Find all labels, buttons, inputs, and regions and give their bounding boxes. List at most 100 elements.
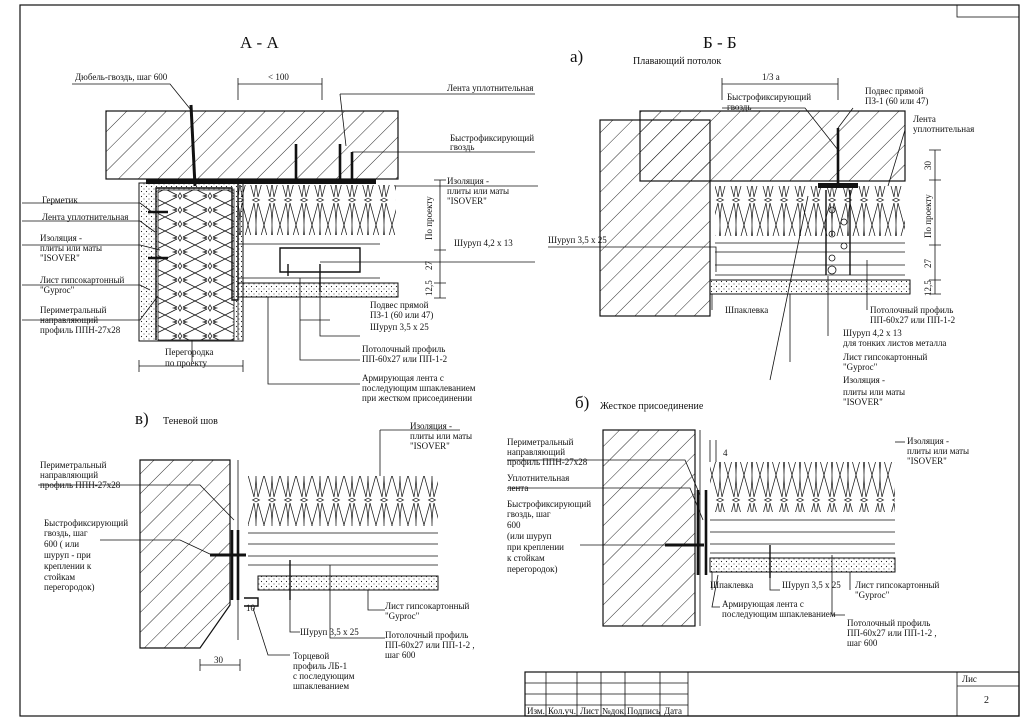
svg-text:плиты или маты: плиты или маты — [843, 387, 905, 397]
svg-text:гвоздь, шаг: гвоздь, шаг — [44, 528, 88, 538]
svg-text:профиль ППН-27х28: профиль ППН-27х28 — [40, 325, 121, 335]
label-insulation-left: Изоляция - — [40, 233, 82, 243]
label-partition: Перегородка — [165, 347, 214, 357]
stamp-izm: Изм. — [527, 706, 545, 716]
svg-text:креплении к: креплении к — [44, 561, 92, 571]
variant-b: б) Жесткое присоединение 4 Периметральны… — [507, 393, 969, 648]
label-fast-nail-v: Быстрофиксирующий — [44, 518, 128, 528]
stamp-list: Лист — [580, 706, 599, 716]
svg-text:ПП-60х27 или ПП-1-2 ,: ПП-60х27 или ПП-1-2 , — [385, 640, 475, 650]
svg-text:ПЗ-1 (60 или 47): ПЗ-1 (60 или 47) — [865, 96, 928, 106]
svg-text:"Gyproc": "Gyproc" — [385, 611, 420, 621]
svg-text:4: 4 — [723, 448, 728, 458]
svg-text:"ISOVER": "ISOVER" — [40, 253, 80, 263]
label-ceiling-profile-b: Потолочный профиль — [847, 618, 930, 628]
svg-text:"Gyproc": "Gyproc" — [843, 362, 878, 372]
gypsum-board-v — [257, 575, 439, 591]
stamp-data: Дата — [664, 706, 682, 716]
svg-text:последующим шпаклеванием: последующим шпаклеванием — [722, 609, 836, 619]
svg-text:по проекту: по проекту — [165, 358, 208, 368]
svg-text:гвоздь, шаг: гвоздь, шаг — [507, 509, 551, 519]
svg-text:600: 600 — [507, 520, 521, 530]
label-tape-left: Лента уплотнительная — [42, 212, 128, 222]
svg-text:30: 30 — [923, 161, 933, 171]
sealing-tape — [146, 179, 376, 184]
svg-text:плиты или маты: плиты или маты — [40, 243, 102, 253]
label-screw-b: Шуруп 3,5 х 25 — [782, 580, 841, 590]
svg-text:при креплении: при креплении — [507, 542, 564, 552]
end-profile-v — [244, 597, 259, 607]
label-fast-nail: Быстрофиксирующий — [450, 133, 534, 143]
label-hanger: Подвес прямой — [370, 300, 429, 310]
variant-b-mark: б) — [575, 393, 589, 412]
wall-b — [602, 429, 696, 627]
section-bb: Б - Б а) Плавающий потолок 1/3 a 30 По п… — [548, 33, 974, 407]
dowel-nail — [189, 104, 197, 187]
svg-text:"ISOVER": "ISOVER" — [447, 196, 487, 206]
label-insulation-right: Изоляция - — [447, 176, 489, 186]
svg-text:30: 30 — [214, 655, 224, 665]
svg-text:"ISOVER": "ISOVER" — [907, 456, 947, 466]
stamp-podpis: Подпись — [627, 706, 660, 716]
svg-text:"ISOVER": "ISOVER" — [410, 441, 450, 451]
label-gypsum-board-v: Лист гипсокартонный — [385, 601, 470, 611]
label-insulation-b: Изоляция - — [907, 436, 949, 446]
slab-bb — [639, 110, 906, 182]
concrete-slab — [105, 110, 399, 180]
dim-one-third-a: 1/3 a — [762, 72, 780, 82]
svg-text:для тонких листов металла: для тонких листов металла — [843, 338, 946, 348]
svg-text:плиты или маты: плиты или маты — [410, 431, 472, 441]
svg-text:направляющий: направляющий — [40, 470, 98, 480]
dim-by-project: По проекту — [424, 196, 434, 240]
title-stamp: Изм. Кол.уч. Лист №док. Подпись Дата Лис… — [524, 671, 1020, 717]
dim-27: 27 — [424, 261, 434, 271]
svg-text:перегородок): перегородок) — [507, 564, 557, 574]
insulation-v — [248, 476, 438, 526]
label-fast-nail-b: Быстрофиксирующий — [507, 499, 591, 509]
svg-text:направляющий: направляющий — [40, 315, 98, 325]
gypsum-board-b — [709, 557, 896, 573]
svg-text:12,5: 12,5 — [923, 280, 933, 296]
svg-text:плиты или маты: плиты или маты — [907, 446, 969, 456]
svg-text:гвоздь: гвоздь — [727, 102, 751, 112]
label-hanger-bb: Подвес прямой — [865, 86, 924, 96]
svg-text:с последующим: с последующим — [293, 671, 355, 681]
svg-text:шаг 600: шаг 600 — [385, 650, 416, 660]
svg-text:при жестком присоединении: при жестком присоединении — [362, 393, 472, 403]
label-dowel: Дюбель-гвоздь, шаг 600 — [75, 72, 168, 82]
svg-text:к стойкам: к стойкам — [507, 553, 545, 563]
label-perimeter-profile: Периметральный — [40, 305, 107, 315]
svg-text:"ISOVER": "ISOVER" — [843, 397, 883, 407]
label-fast-nail-bb: Быстрофиксирующий — [727, 92, 811, 102]
label-ceiling-profile-v: Потолочный профиль — [385, 630, 468, 640]
stamp-koluch: Кол.уч. — [548, 706, 576, 716]
svg-text:"Gyproc": "Gyproc" — [855, 590, 890, 600]
svg-text:уплотнительная: уплотнительная — [913, 124, 974, 134]
label-reinforcing-tape-b: Армирующая лента с — [722, 599, 804, 609]
svg-text:"Gyproc": "Gyproc" — [40, 285, 75, 295]
label-screw-35: Шуруп 3,5 х 25 — [370, 322, 429, 332]
variant-a-caption: Плавающий потолок — [633, 56, 721, 67]
svg-text:ПП-60х27 или ПП-1-2 ,: ПП-60х27 или ПП-1-2 , — [847, 628, 937, 638]
label-insulation-bb: Изоляция - — [843, 375, 885, 385]
label-ceiling-profile-bb: Потолочный профиль — [870, 305, 953, 315]
label-reinforcing-tape: Армирующая лента с — [362, 373, 444, 383]
label-screw-35-bb: Шуруп 3,5 х 25 — [548, 235, 607, 245]
sheet-frame — [19, 4, 1020, 717]
variant-a-mark: а) — [570, 47, 583, 66]
insulation-b — [710, 462, 895, 512]
dim-12-5: 12,5 — [424, 280, 434, 296]
dim-100: < 100 — [268, 72, 289, 82]
label-insulation-v: Изоляция - — [410, 421, 452, 431]
svg-text:профиль ППН-27х28: профиль ППН-27х28 — [507, 457, 588, 467]
svg-text:стойкам: стойкам — [44, 572, 75, 582]
svg-text:шпаклеванием: шпаклеванием — [293, 681, 349, 691]
label-perimeter-profile-b: Периметральный — [507, 437, 574, 447]
section-aa: А - А < 100 По проекту 27 12,5 — [22, 33, 538, 403]
insulation-bb — [715, 186, 905, 236]
variant-v-mark: в) — [135, 409, 149, 428]
variant-b-caption: Жесткое присоединение — [600, 401, 704, 412]
svg-text:ПП-60х27 или ПП-1-2: ПП-60х27 или ПП-1-2 — [870, 315, 955, 325]
svg-text:шуруп - при: шуруп - при — [44, 550, 91, 560]
